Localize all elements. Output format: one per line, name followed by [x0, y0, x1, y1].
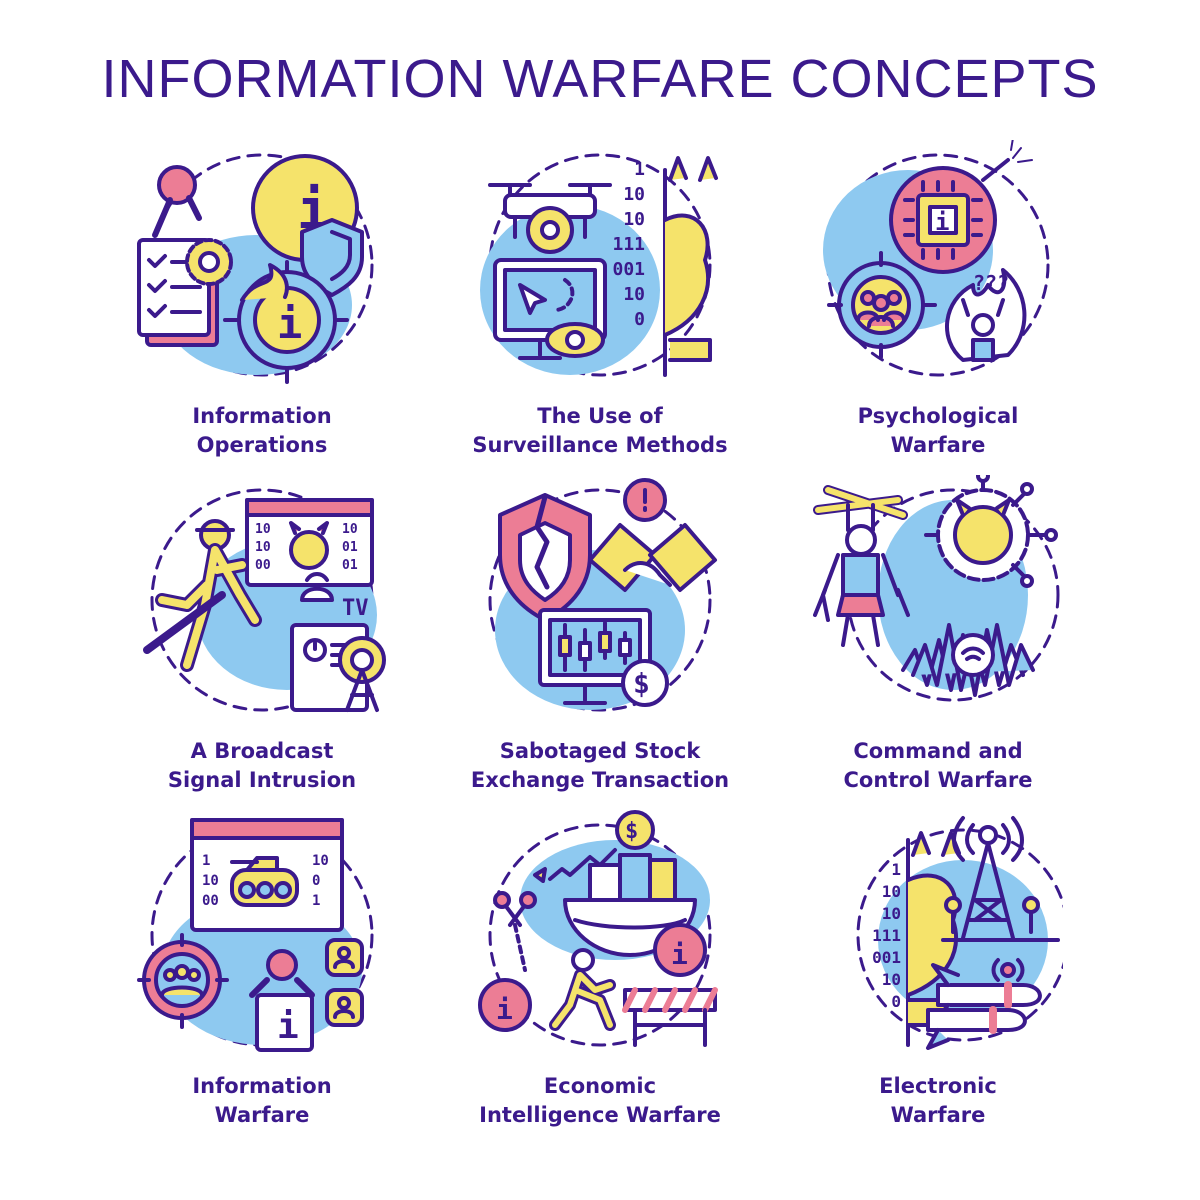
svg-text:10: 10 [623, 284, 645, 305]
svg-text:10: 10 [255, 540, 271, 555]
svg-text:10: 10 [623, 184, 645, 205]
svg-text:111: 111 [612, 234, 645, 255]
information-operations-icon: i i [137, 153, 374, 384]
svg-text:???: ??? [973, 271, 1009, 295]
svg-text:001: 001 [612, 259, 645, 280]
svg-text:$: $ [633, 667, 650, 700]
svg-text:10: 10 [882, 970, 901, 989]
svg-text:i: i [671, 938, 688, 971]
svg-text:01: 01 [342, 558, 358, 573]
svg-text:10: 10 [255, 522, 271, 537]
svg-text:10: 10 [312, 853, 329, 869]
svg-text:i: i [277, 1006, 299, 1047]
surveillance-icon: 1 10 10 111 001 10 0 [480, 153, 718, 377]
psychological-warfare-icon: i ??? [823, 140, 1050, 377]
page-title: INFORMATION WARFARE CONCEPTS [101, 49, 1099, 109]
svg-text:111: 111 [872, 926, 901, 945]
svg-text:i: i [496, 993, 513, 1026]
svg-text:i: i [277, 299, 302, 348]
svg-text:01: 01 [342, 540, 358, 555]
svg-text:10: 10 [882, 882, 901, 901]
svg-text:10: 10 [882, 904, 901, 923]
broadcast-intrusion-icon: 10 10 00 10 01 01 TV [143, 488, 386, 712]
electronic-warfare-icon: 1 10 10 111 001 10 0 [856, 816, 1063, 1050]
svg-text:00: 00 [202, 893, 219, 909]
svg-text:0: 0 [312, 873, 320, 889]
svg-text:0: 0 [891, 992, 901, 1011]
svg-text:10: 10 [623, 209, 645, 230]
svg-text:10: 10 [202, 873, 219, 889]
svg-text:TV: TV [342, 596, 369, 621]
svg-text:1: 1 [634, 159, 645, 180]
svg-text:1: 1 [202, 853, 210, 869]
svg-text:001: 001 [872, 948, 901, 967]
svg-text:10: 10 [342, 522, 358, 537]
command-control-icon [813, 475, 1060, 702]
svg-text:1: 1 [891, 860, 901, 879]
economic-intelligence-icon: $ i i [478, 810, 718, 1047]
svg-text:1: 1 [312, 893, 320, 909]
information-warfare-icon: 1 10 00 10 0 1 i [137, 818, 374, 1052]
svg-text:$: $ [625, 819, 638, 844]
svg-text:0: 0 [634, 309, 645, 330]
stock-sabotage-icon: $ [488, 478, 717, 712]
svg-text:00: 00 [255, 558, 271, 573]
svg-text:i: i [935, 208, 949, 236]
